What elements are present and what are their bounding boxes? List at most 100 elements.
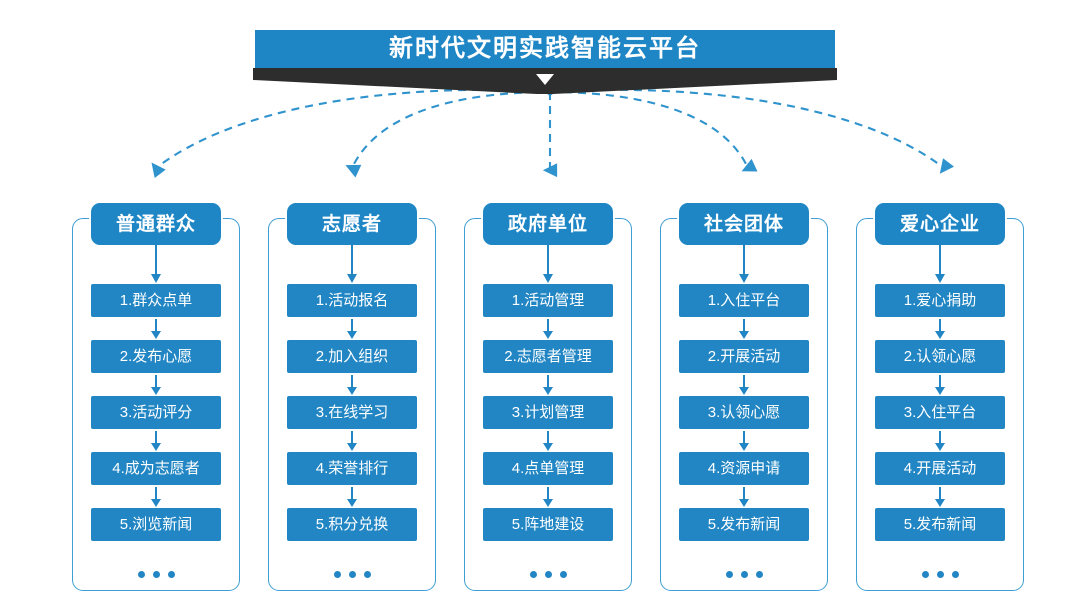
list-item[interactable]: 5.发布新闻	[875, 508, 1005, 541]
more-items-ellipsis[interactable]	[483, 557, 613, 591]
list-item[interactable]: 1.爱心捐助	[875, 284, 1005, 317]
list-item-label: 4.开展活动	[903, 460, 977, 477]
arrow-head	[151, 387, 161, 395]
list-item[interactable]: 5.浏览新闻	[91, 508, 221, 541]
list-item[interactable]: 5.阵地建设	[483, 508, 613, 541]
arrow-down-icon	[939, 245, 941, 275]
arrow-down-icon	[91, 373, 221, 396]
list-item[interactable]: 4.点单管理	[483, 452, 613, 485]
more-items-ellipsis[interactable]	[679, 557, 809, 591]
ellipsis-dot	[951, 570, 959, 578]
column-item-list: 1.爱心捐助 2.认领心愿 3.入住平台 4.开展活动 5.发布新闻	[875, 284, 1005, 591]
arrow-head	[151, 443, 161, 451]
list-item[interactable]: 4.荣誉排行	[287, 452, 417, 485]
list-item[interactable]: 2.发布心愿	[91, 340, 221, 373]
list-item-label: 5.发布新闻	[707, 516, 781, 533]
arrow-shaft	[939, 487, 941, 500]
arrow-head	[151, 331, 161, 339]
column-item-list: 1.活动报名 2.加入组织 3.在线学习 4.荣誉排行 5.积分兑换	[287, 284, 417, 591]
arrow-down-icon	[483, 485, 613, 508]
arrow-down-icon	[287, 373, 417, 396]
column-header-label: 政府单位	[507, 213, 588, 235]
column-header-government-unit[interactable]: 政府单位	[483, 203, 613, 245]
list-item[interactable]: 2.开展活动	[679, 340, 809, 373]
list-item[interactable]: 3.在线学习	[287, 396, 417, 429]
list-item[interactable]: 2.认领心愿	[875, 340, 1005, 373]
arrow-shaft	[939, 375, 941, 388]
list-item[interactable]: 4.资源申请	[679, 452, 809, 485]
column-header-label: 社会团体	[703, 213, 784, 235]
arrow-down-icon	[91, 429, 221, 452]
list-item[interactable]: 3.认领心愿	[679, 396, 809, 429]
role-column-caring-enterprise: 爱心企业 1.爱心捐助 2.认领心愿 3.入住平台 4.开展活动 5.发布新闻	[856, 203, 1024, 591]
arrow-head	[543, 499, 553, 507]
list-item[interactable]: 5.积分兑换	[287, 508, 417, 541]
chevron-down-icon	[536, 74, 554, 85]
arrow-down-icon	[287, 485, 417, 508]
list-item-label: 3.认领心愿	[707, 404, 781, 421]
list-item-label: 3.计划管理	[511, 404, 585, 421]
more-items-ellipsis[interactable]	[875, 557, 1005, 591]
list-item[interactable]: 1.活动报名	[287, 284, 417, 317]
column-header-caring-enterprise[interactable]: 爱心企业	[875, 203, 1005, 245]
list-item-label: 5.积分兑换	[315, 516, 389, 533]
arrow-down-icon	[679, 429, 809, 452]
list-item[interactable]: 2.加入组织	[287, 340, 417, 373]
arrow-head	[739, 443, 749, 451]
list-item[interactable]: 1.入住平台	[679, 284, 809, 317]
arrow-down-icon	[91, 317, 221, 340]
list-item[interactable]: 3.入住平台	[875, 396, 1005, 429]
arrow-down-icon	[875, 485, 1005, 508]
arrow-down-icon	[875, 373, 1005, 396]
arrow-shaft	[351, 431, 353, 444]
arrow-head	[347, 499, 357, 507]
arrow-down-icon	[679, 373, 809, 396]
ellipsis-dot	[544, 570, 552, 578]
arrow-head	[935, 387, 945, 395]
list-item[interactable]: 2.志愿者管理	[483, 340, 613, 373]
role-column-social-group: 社会团体 1.入住平台 2.开展活动 3.认领心愿 4.资源申请 5.发布新闻	[660, 203, 828, 591]
connector-to-column-4	[549, 90, 758, 172]
list-item[interactable]: 4.成为志愿者	[91, 452, 221, 485]
list-item-label: 5.浏览新闻	[119, 516, 193, 533]
list-item[interactable]: 3.计划管理	[483, 396, 613, 429]
arrow-down-icon	[875, 317, 1005, 340]
arrow-head	[347, 331, 357, 339]
arrow-shaft	[155, 487, 157, 500]
list-item-label: 1.活动管理	[511, 292, 585, 309]
role-column-government-unit: 政府单位 1.活动管理 2.志愿者管理 3.计划管理 4.点单管理 5.阵地建设	[464, 203, 632, 591]
column-header-volunteer[interactable]: 志愿者	[287, 203, 417, 245]
arrow-head	[739, 387, 749, 395]
arrow-shaft	[351, 487, 353, 500]
ellipsis-dot	[333, 570, 341, 578]
more-items-ellipsis[interactable]	[287, 557, 417, 591]
list-item[interactable]: 1.群众点单	[91, 284, 221, 317]
list-item[interactable]: 4.开展活动	[875, 452, 1005, 485]
ellipsis-dot	[921, 570, 929, 578]
list-item-label: 2.认领心愿	[903, 348, 977, 365]
column-header-label: 志愿者	[321, 213, 382, 235]
arrow-down-icon	[351, 245, 353, 275]
connector-to-column-1	[151, 88, 551, 179]
list-item-label: 3.在线学习	[315, 404, 389, 421]
column-header-social-group[interactable]: 社会团体	[679, 203, 809, 245]
arrow-down-icon	[547, 245, 549, 275]
arrow-head	[151, 499, 161, 507]
arrow-down-icon	[875, 429, 1005, 452]
arrow-head	[543, 331, 553, 339]
role-column-volunteer: 志愿者 1.活动报名 2.加入组织 3.在线学习 4.荣誉排行 5.积分兑换	[268, 203, 436, 591]
list-item-label: 4.资源申请	[707, 460, 781, 477]
column-header-label: 爱心企业	[899, 213, 980, 235]
arrow-shaft	[155, 319, 157, 332]
arrow-shaft	[547, 319, 549, 332]
list-item[interactable]: 5.发布新闻	[679, 508, 809, 541]
list-item[interactable]: 3.活动评分	[91, 396, 221, 429]
arrow-head	[347, 443, 357, 451]
column-header-ordinary-public[interactable]: 普通群众	[91, 203, 221, 245]
list-item[interactable]: 1.活动管理	[483, 284, 613, 317]
more-items-ellipsis[interactable]	[91, 557, 221, 591]
connector-to-column-2	[345, 90, 551, 178]
arrow-head	[935, 499, 945, 507]
list-item-label: 1.群众点单	[119, 292, 193, 309]
ellipsis-dot	[529, 570, 537, 578]
